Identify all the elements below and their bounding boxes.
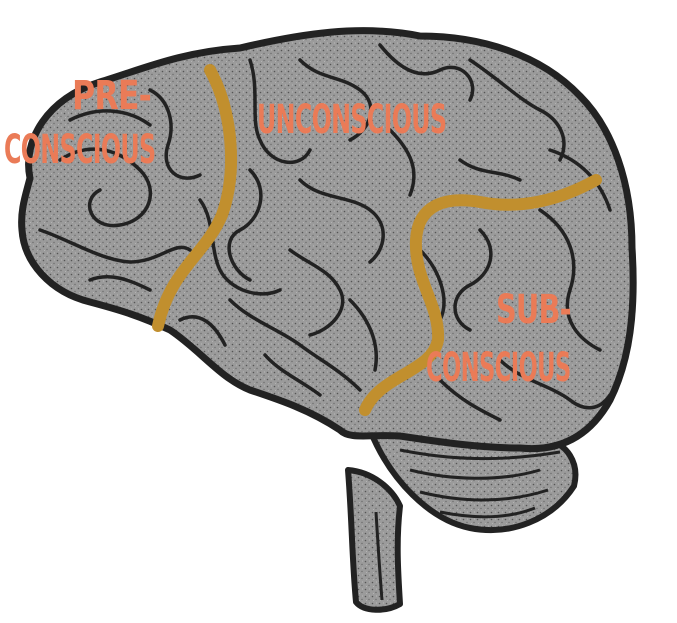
preconscious-divider [152,64,238,332]
brain-folds [38,43,612,422]
preconscious-label-line1: PRE- [72,73,152,119]
region-dividers [152,64,602,416]
cerebrum [18,27,637,453]
brain-stem-line [374,511,384,601]
subconscious-divider [359,174,602,416]
brain-stem [345,467,403,613]
subconscious-label-line1: SUB- [496,287,572,333]
preconscious-label-line2: CONSCIOUS [4,127,156,173]
subconscious-label-line2: CONSCIOUS [426,345,571,391]
cerebellum-folds [399,448,561,519]
unconscious-label: UNCONSCIOUS [257,97,447,143]
